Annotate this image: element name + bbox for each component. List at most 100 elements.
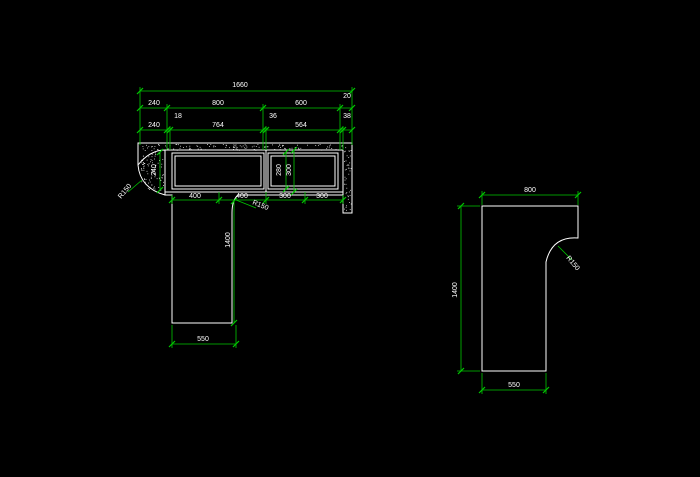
hatch-dot — [152, 153, 154, 155]
hatch-dot — [282, 145, 283, 147]
dim-overall: 1660 — [136, 82, 356, 145]
hatch-dot — [350, 168, 352, 169]
hatch-dot — [345, 183, 347, 185]
hatch-dot — [345, 178, 347, 180]
hatch-dot — [341, 145, 343, 147]
hatch-dot — [159, 160, 160, 161]
hatch-dot — [141, 159, 143, 161]
hatch-dot — [150, 178, 152, 179]
hatch-dot — [141, 181, 143, 183]
hatch-dot — [348, 191, 350, 193]
hatch-dot — [142, 164, 143, 165]
hatch-dot — [291, 147, 293, 149]
hatch-dot — [151, 146, 152, 148]
dim-overall-label: 1660 — [232, 82, 248, 89]
hatch-dot — [148, 182, 149, 184]
detail-top-width-label: 800 — [524, 187, 536, 194]
hatch-dot — [154, 186, 155, 188]
hatch-dot — [344, 179, 346, 181]
hatch-dot — [264, 146, 266, 148]
hatch-dot — [163, 185, 164, 186]
hatch-dot — [347, 195, 349, 197]
hatch-dot — [244, 144, 246, 146]
hatch-dot — [255, 146, 257, 147]
hatch-dot — [161, 176, 163, 178]
hatch-dot — [239, 149, 240, 151]
hatch-dot — [189, 148, 191, 150]
hatch-dot — [226, 145, 227, 147]
hatch-dot — [141, 169, 142, 171]
cabinet-right-inner — [270, 155, 336, 187]
dim-bottom-b: 400 — [236, 193, 248, 200]
hatch-dot — [347, 167, 349, 169]
hatch-dot — [213, 145, 215, 147]
hatch-dot — [254, 149, 256, 151]
hatch-dot — [207, 144, 208, 145]
hatch-dot — [285, 148, 286, 150]
hatch-dot — [196, 145, 198, 147]
hatch-dot — [235, 144, 237, 146]
hatch-dot — [151, 156, 153, 158]
hatch-dot — [161, 177, 163, 179]
hatch-dot — [143, 169, 145, 171]
dim-inner-height-b: 300 — [286, 164, 293, 176]
hatch-dot — [154, 173, 155, 175]
hatch-dot — [163, 174, 164, 176]
hatch-dot — [144, 163, 146, 164]
hatch-dot — [348, 167, 350, 169]
dim-row2-c: 764 — [212, 122, 224, 129]
hatch-dot — [154, 176, 156, 178]
hatch-dot — [141, 169, 143, 171]
hatch-dot — [152, 171, 154, 173]
left-drum-arc — [137, 149, 166, 195]
hatch-dot — [222, 144, 224, 145]
hatch-dot — [149, 187, 151, 189]
hatch-dot — [330, 144, 331, 146]
hatch-dot — [144, 181, 146, 183]
hatch-dot — [266, 146, 268, 148]
hatch-dot — [167, 148, 169, 150]
hatch-dot — [148, 163, 150, 165]
hatch-dot — [347, 164, 349, 166]
hatch-dot — [143, 165, 145, 167]
hatch-dot — [341, 145, 343, 146]
hatch-dot — [199, 146, 201, 148]
cabinet-left-inner — [174, 155, 262, 187]
hatch-dot — [345, 193, 347, 195]
hatch-dot — [346, 168, 347, 170]
hatch-dot — [146, 170, 148, 172]
hatch-dot — [349, 195, 351, 196]
hatch-dot — [142, 146, 144, 147]
hatch-dot — [213, 146, 215, 148]
hatch-dot — [267, 146, 269, 148]
hatch-dot — [149, 179, 150, 181]
hatch-dot — [349, 162, 351, 164]
hatch-dot — [244, 147, 245, 149]
hatch-dot — [274, 149, 276, 150]
hatch-dot — [315, 145, 317, 146]
hatch-dot — [338, 149, 339, 151]
hatch-dot — [191, 149, 192, 151]
cabinet-right — [267, 152, 339, 190]
detail-radius-label: R150 — [564, 255, 580, 272]
hatch-dot — [147, 165, 149, 167]
hatch-dot — [146, 144, 147, 146]
hatch-dot — [189, 147, 191, 149]
hatch-dot — [233, 146, 235, 148]
hatch-dot — [157, 149, 159, 151]
dim-return-width: 550 — [168, 325, 240, 348]
hatch-dot — [349, 155, 351, 157]
hatch-dot — [153, 172, 155, 174]
hatch-dot — [235, 146, 237, 148]
dim-bottom-d: 300 — [316, 193, 328, 200]
hatch-dot — [146, 159, 148, 161]
hatch-dot — [245, 148, 247, 149]
hatch-dot — [151, 160, 153, 161]
hatch-dot — [297, 144, 298, 146]
hatch-dot — [251, 146, 253, 148]
hatch-dot — [348, 157, 350, 158]
hatch-dot — [348, 164, 350, 166]
hatch-dot — [200, 148, 202, 150]
detail-bottom-width-label: 550 — [508, 382, 520, 389]
hatch-dot — [306, 149, 308, 151]
